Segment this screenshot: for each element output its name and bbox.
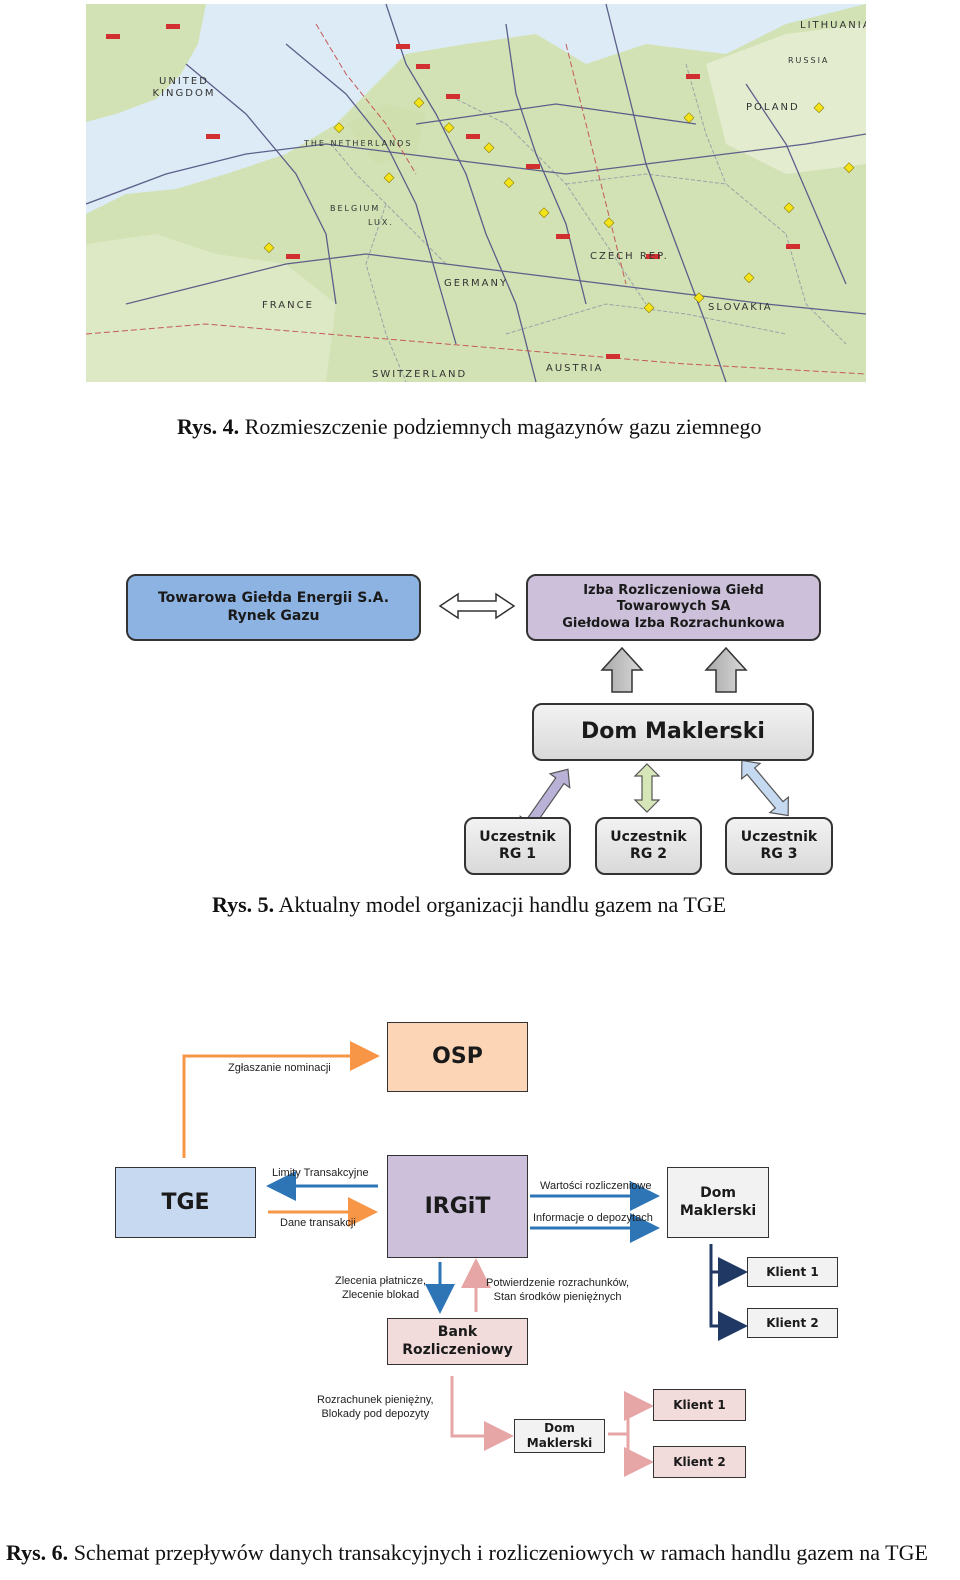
figure-6-number: Rys. 6. bbox=[6, 1540, 69, 1565]
brokerage-house-box: Dom Maklerski bbox=[532, 703, 814, 761]
map-label-belgium: BELGIUM bbox=[330, 204, 381, 213]
label-nominations: Zgłaszanie nominacji bbox=[228, 1062, 331, 1074]
irgit-label: IRGiT bbox=[424, 1193, 491, 1219]
label-transaction-data: Dane transakcji bbox=[280, 1217, 356, 1229]
participant-rg1-box: Uczestnik RG 1 bbox=[464, 817, 571, 875]
label-cash-settlement: Rozrachunek pieniężny, Blokady pod depoz… bbox=[317, 1394, 434, 1421]
participant-rg1-label: Uczestnik RG 1 bbox=[479, 828, 556, 863]
participant-rg2-box: Uczestnik RG 2 bbox=[595, 817, 702, 875]
figure-4-title: Rozmieszczenie podziemnych magazynów gaz… bbox=[239, 414, 762, 439]
settlement-bank-box: Bank Rozliczeniowy bbox=[387, 1318, 528, 1365]
tge-box: TGE bbox=[115, 1167, 256, 1238]
client-1-box: Klient 1 bbox=[747, 1257, 838, 1287]
arrow-dom-rg2 bbox=[633, 763, 661, 813]
label-transaction-limits: Limity Transakcyjne bbox=[272, 1167, 369, 1179]
client-1b-box: Klient 1 bbox=[653, 1389, 746, 1421]
settlement-bank-label: Bank Rozliczeniowy bbox=[402, 1324, 513, 1358]
map-label-austria: AUSTRIA bbox=[546, 363, 604, 374]
figure-5-title: Aktualny model organizacji handlu gazem … bbox=[274, 892, 727, 917]
label-settlement-confirmation: Potwierdzenie rozrachunków, Stan środków… bbox=[486, 1277, 630, 1304]
client-2b-box: Klient 2 bbox=[653, 1446, 746, 1478]
map-label-netherlands: THE NETHERLANDS bbox=[304, 139, 413, 148]
client-1-label: Klient 1 bbox=[766, 1264, 819, 1279]
osp-box: OSP bbox=[387, 1022, 528, 1092]
participant-rg2-label: Uczestnik RG 2 bbox=[610, 828, 687, 863]
arrow-bank-to-dom2 bbox=[450, 1376, 514, 1451]
client-2-label: Klient 2 bbox=[766, 1315, 819, 1330]
label-payment-orders: Zlecenia płatnicze, Zlecenie blokad bbox=[335, 1275, 427, 1302]
brokerage-house-1-box: Dom Maklerski bbox=[667, 1167, 769, 1238]
up-arrow-left bbox=[600, 646, 644, 693]
double-arrow-tge-izba bbox=[438, 592, 516, 620]
gas-storage-map: LITHUANIA RUSSIA UNITED KINGDOM POLAND T… bbox=[86, 4, 866, 382]
tge-gas-market-label: Towarowa Giełda Energii S.A. Rynek Gazu bbox=[157, 590, 390, 624]
figure-5-number: Rys. 5. bbox=[212, 892, 275, 917]
map-label-slovakia: SLOVAKIA bbox=[708, 302, 773, 313]
client-2b-label: Klient 2 bbox=[673, 1454, 726, 1469]
participant-rg3-box: Uczestnik RG 3 bbox=[725, 817, 833, 875]
tge-label: TGE bbox=[161, 1189, 210, 1215]
map-label-united-kingdom: UNITED KINGDOM bbox=[152, 76, 216, 99]
figure-5-arrows bbox=[438, 592, 789, 836]
map-label-lux: LUX. bbox=[368, 218, 394, 227]
figure-5-caption: Rys. 5. Aktualny model organizacji handl… bbox=[212, 892, 726, 918]
figure-6-connectors bbox=[182, 1041, 748, 1477]
map-label-russia: RUSSIA bbox=[788, 56, 830, 65]
client-1b-label: Klient 1 bbox=[673, 1397, 726, 1412]
map-label-czech-rep: CZECH REP. bbox=[590, 251, 669, 262]
map-label-france: FRANCE bbox=[262, 300, 314, 311]
brokerage-house-2-box: Dom Maklerski bbox=[514, 1419, 605, 1453]
irgit-clearing-house-box: Izba Rozliczeniowa Giełd Towarowych SA G… bbox=[526, 574, 821, 641]
europe-map-graphic bbox=[86, 4, 866, 382]
up-arrow-right bbox=[704, 646, 748, 693]
figure-4-number: Rys. 4. bbox=[177, 414, 240, 439]
label-deposit-info: Informacje o depozytach bbox=[533, 1212, 653, 1224]
brokerage-house-1-label: Dom Maklerski bbox=[679, 1185, 757, 1219]
participant-rg3-label: Uczestnik RG 3 bbox=[740, 828, 818, 863]
map-label-switzerland: SWITZERLAND bbox=[372, 369, 468, 380]
arrow-dom-to-clients bbox=[709, 1244, 744, 1328]
figure-6-title: Schemat przepływów danych transakcyjnych… bbox=[68, 1540, 928, 1565]
brokerage-house-2-label: Dom Maklerski bbox=[526, 1421, 593, 1450]
brokerage-house-label: Dom Maklerski bbox=[581, 719, 765, 745]
figure-4-caption: Rys. 4. Rozmieszczenie podziemnych magaz… bbox=[177, 414, 761, 440]
arrow-nominations bbox=[182, 1041, 380, 1158]
client-2-box: Klient 2 bbox=[747, 1308, 838, 1338]
osp-label: OSP bbox=[432, 1044, 483, 1070]
irgit-clearing-house-label: Izba Rozliczeniowa Giełd Towarowych SA G… bbox=[562, 583, 785, 631]
label-settlement-values: Wartości rozliczeniowe bbox=[540, 1180, 652, 1192]
map-label-lithuania: LITHUANIA bbox=[800, 20, 866, 31]
irgit-box: IRGiT bbox=[387, 1155, 528, 1258]
tge-gas-market-box: Towarowa Giełda Energii S.A. Rynek Gazu bbox=[126, 574, 421, 641]
map-label-poland: POLAND bbox=[746, 102, 800, 113]
figure-6-caption: Rys. 6. Schemat przepływów danych transa… bbox=[6, 1540, 928, 1566]
map-label-germany: GERMANY bbox=[444, 278, 509, 289]
arrow-dom-rg3 bbox=[741, 759, 789, 817]
